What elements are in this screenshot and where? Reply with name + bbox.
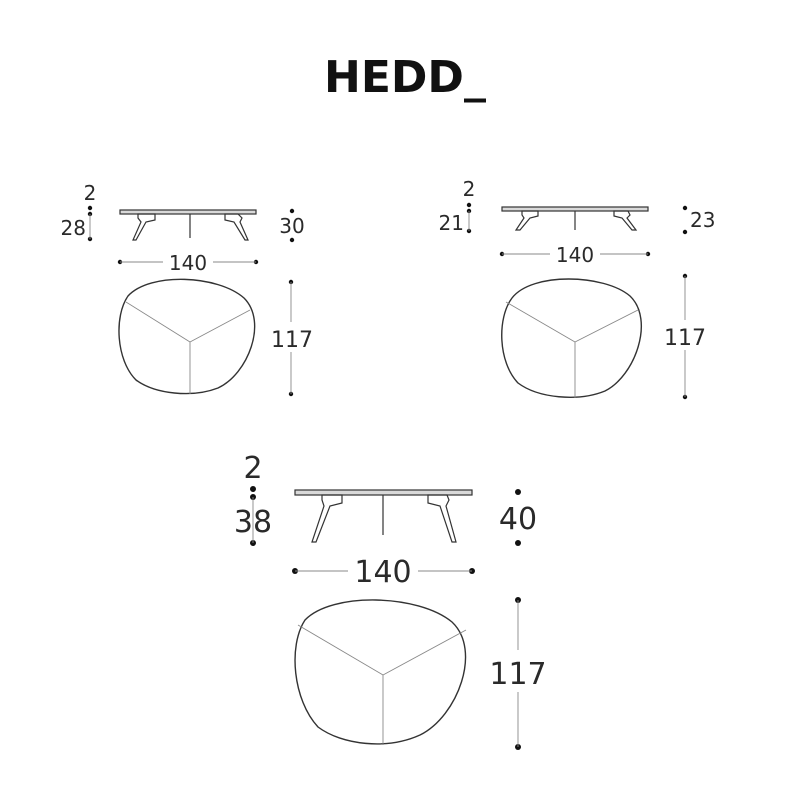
table-3-top-thickness: 2 bbox=[243, 451, 262, 486]
table-3-left-dims: 2 38 bbox=[234, 451, 272, 546]
table-2-left-dims: 2 21 bbox=[439, 177, 476, 235]
table-1-right-leg bbox=[224, 213, 249, 241]
table-1-left-dims: 2 28 bbox=[61, 181, 97, 242]
table-2-depth-dim: 117 bbox=[664, 273, 706, 400]
table-3-top-outline bbox=[294, 599, 467, 745]
table-1-left-leg bbox=[132, 213, 156, 241]
table-3-width-dim: 140 bbox=[292, 555, 475, 590]
table-3-top bbox=[294, 489, 473, 496]
table-2-left-leg bbox=[514, 210, 539, 231]
table-3-side-view bbox=[294, 489, 473, 543]
table-1-top-outline bbox=[118, 278, 256, 395]
table-2-plan-view bbox=[501, 278, 642, 398]
table-1-width-dim: 140 bbox=[117, 251, 259, 275]
table-3-plan-view bbox=[294, 599, 467, 745]
brand-title: HEDD_ bbox=[324, 52, 486, 103]
table-1-side-view bbox=[119, 209, 257, 241]
table-1-top bbox=[119, 209, 257, 215]
table-1-plan-view bbox=[118, 278, 256, 395]
table-2-side-view bbox=[501, 206, 649, 231]
table-2-right-dims: 23 bbox=[682, 205, 715, 235]
table-1-height-left: 28 bbox=[61, 216, 86, 240]
table-2-width: 140 bbox=[556, 243, 594, 267]
table-3-depth: 117 bbox=[489, 657, 546, 692]
table-1-width: 140 bbox=[169, 251, 207, 275]
table-2: 2 21 23 140 117 bbox=[439, 177, 715, 400]
table-3-right-leg bbox=[427, 494, 457, 543]
table-1: 2 28 30 140 117 bbox=[61, 181, 313, 397]
table-2-top-outline bbox=[501, 278, 642, 398]
table-1-depth-dim: 117 bbox=[271, 279, 313, 397]
table-1-depth: 117 bbox=[271, 328, 313, 353]
table-1-right-dims: 30 bbox=[279, 208, 305, 243]
table-3-width: 140 bbox=[354, 555, 411, 590]
table-3-height-right: 40 bbox=[499, 502, 537, 537]
table-3-depth-dim: 117 bbox=[489, 597, 547, 750]
table-2-depth: 117 bbox=[664, 326, 706, 351]
table-1-top-thickness: 2 bbox=[84, 181, 97, 205]
table-2-top-thickness: 2 bbox=[463, 177, 476, 201]
table-1-height-right: 30 bbox=[279, 214, 304, 238]
table-3-right-dims: 40 bbox=[499, 489, 537, 546]
table-2-height-left: 21 bbox=[439, 211, 464, 235]
table-2-right-leg bbox=[613, 210, 638, 231]
table-3-left-leg bbox=[311, 494, 343, 543]
table-3-height-left: 38 bbox=[234, 505, 272, 540]
table-2-width-dim: 140 bbox=[499, 243, 651, 267]
table-3: 2 38 40 140 117 bbox=[234, 451, 547, 750]
table-2-height-right: 23 bbox=[690, 208, 715, 232]
